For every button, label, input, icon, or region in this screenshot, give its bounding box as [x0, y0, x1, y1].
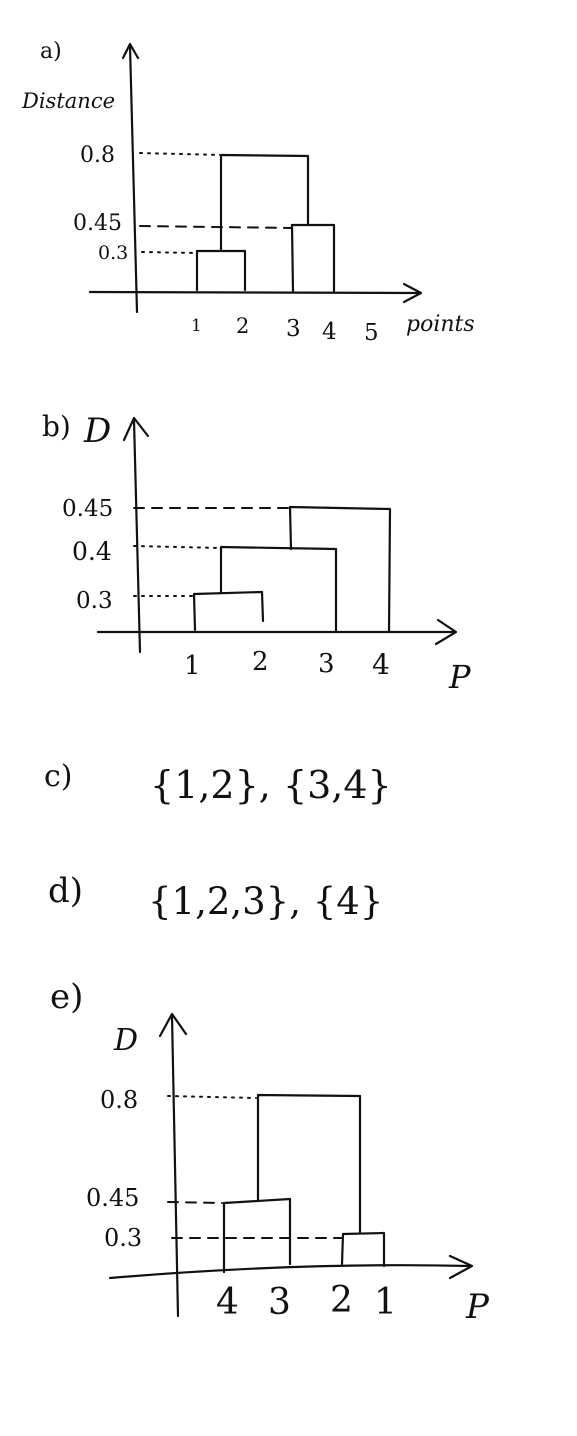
- panel-a-y-axis-label: Distance: [21, 89, 115, 113]
- panel-b-y-tick: 0.3: [76, 588, 113, 614]
- panel-e-link-4-3: [222, 1197, 292, 1274]
- panel-b-y-axis: [132, 418, 142, 654]
- panel-a-x-axis-label: points: [406, 312, 475, 337]
- panel-e-x-tick: 4: [216, 1282, 239, 1323]
- panel-e-x-tick: 2: [330, 1280, 353, 1321]
- panel-b-x-axis-label: P: [448, 658, 471, 696]
- panel-b-label: b): [42, 410, 71, 443]
- panel-e-y-tick: 0.45: [86, 1184, 139, 1212]
- panel-e-guide-0.45: [167, 1201, 223, 1204]
- panel-b-y-tick: 0.45: [62, 496, 113, 522]
- panel-a-y-arrowhead: [121, 42, 140, 60]
- panel-a-guide-0.45: [139, 225, 293, 229]
- panel-a-x-tick: 1: [191, 316, 202, 336]
- panel-e-x-arrowhead: [448, 1254, 474, 1280]
- panel-a-label: a): [40, 39, 62, 64]
- panel-c: c) {1,2}, {3,4}: [44, 759, 392, 807]
- panel-b-x-tick: 3: [318, 649, 335, 679]
- panel-b-link-12-3: [219, 545, 338, 634]
- panel-c-label: c): [44, 759, 73, 794]
- panel-b-link-root: [288, 505, 392, 634]
- panel-b-x-arrowhead: [434, 618, 458, 646]
- panel-b-y-arrowhead: [122, 416, 150, 442]
- panel-b: b) D P 0.45 0.4 0.3 1 2 3 4: [42, 410, 471, 696]
- panel-e-link-root: [256, 1093, 362, 1235]
- panel-b-y-axis-label: D: [83, 411, 111, 451]
- panel-e-x-axis: [108, 1264, 472, 1280]
- panel-a: a) Distance points 0.8 0.45 0.3 1 2 3 4 …: [21, 39, 475, 346]
- panel-a-link-root: [219, 153, 310, 253]
- panel-d: d) {1,2,3}, {4}: [48, 871, 383, 923]
- panel-a-y-tick: 0.45: [73, 211, 122, 236]
- panel-a-x-tick: 2: [236, 314, 249, 338]
- panel-a-x-tick: 3: [286, 316, 301, 342]
- panel-e-y-arrowhead: [158, 1012, 188, 1038]
- panel-a-link-3-4: [290, 223, 336, 294]
- panel-a-x-arrowhead: [402, 282, 423, 304]
- panel-e-guide-0.8: [167, 1095, 257, 1099]
- panel-e-y-tick: 0.8: [100, 1086, 138, 1114]
- panel-e-x-tick: 3: [268, 1282, 291, 1323]
- panel-b-x-tick: 2: [252, 647, 269, 677]
- panel-e-x-tick: 1: [374, 1282, 397, 1323]
- panel-a-x-tick: 5: [364, 320, 379, 346]
- panel-b-guide-0.4: [133, 545, 221, 549]
- panel-e: e) D P 0.8 0.45 0.3 4 3 2 1: [50, 977, 490, 1327]
- panel-a-x-tick: 4: [322, 319, 337, 345]
- panel-b-x-tick: 1: [184, 651, 201, 681]
- panel-a-y-tick: 0.8: [80, 143, 115, 168]
- panel-e-y-axis-label: D: [113, 1023, 138, 1058]
- panel-c-answer: {1,2}, {3,4}: [150, 763, 392, 807]
- panel-a-guide-0.3: [141, 251, 197, 254]
- panel-e-x-axis-label: P: [465, 1287, 490, 1327]
- panel-e-y-axis: [170, 1014, 180, 1318]
- panel-b-link-1-2: [192, 590, 265, 632]
- panel-d-answer: {1,2,3}, {4}: [148, 880, 383, 923]
- panel-a-x-axis: [88, 290, 422, 295]
- panel-b-y-tick: 0.4: [72, 537, 112, 566]
- panel-a-y-axis: [128, 44, 139, 314]
- panel-d-label: d): [48, 871, 83, 911]
- panel-a-guide-0.8: [139, 152, 223, 156]
- panel-e-label: e): [50, 977, 83, 1017]
- panel-a-link-1-2: [195, 249, 247, 292]
- panel-e-y-tick: 0.3: [104, 1224, 142, 1252]
- panel-a-y-tick: 0.3: [98, 242, 128, 264]
- panel-b-x-tick: 4: [372, 648, 390, 681]
- panel-e-link-2-1: [340, 1231, 386, 1268]
